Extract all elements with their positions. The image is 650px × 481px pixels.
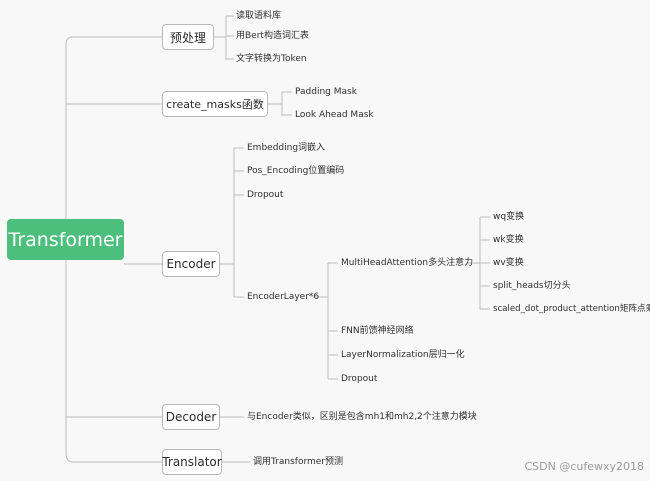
root-node-transformer[interactable]: Transformer (7, 219, 124, 260)
leaf-wv[interactable]: wv变换 (493, 258, 524, 268)
branch-encoder[interactable]: Encoder (162, 251, 220, 277)
branch-preprocess[interactable]: 预处理 (162, 24, 214, 50)
leaf-pos-encoding[interactable]: Pos_Encoding位置编码 (247, 166, 345, 176)
leaf-look-ahead-mask[interactable]: Look Ahead Mask (295, 110, 374, 120)
leaf-bert-vocab[interactable]: 用Bert构造词汇表 (236, 31, 309, 41)
note-decoder[interactable]: 与Encoder类似，区别是包含mh1和mh2,2个注意力模块 (247, 412, 477, 422)
leaf-padding-mask[interactable]: Padding Mask (295, 87, 357, 97)
leaf-fnn[interactable]: FNN前馈神经网络 (341, 326, 414, 336)
leaf-layer-normalization[interactable]: LayerNormalization层归一化 (341, 350, 465, 360)
leaf-embedding[interactable]: Embedding词嵌入 (247, 143, 326, 153)
note-translator[interactable]: 调用Transformer预测 (253, 457, 344, 467)
leaf-scaled-dot-product[interactable]: scaled_dot_product_attention矩阵点乘 (493, 304, 650, 314)
branch-decoder[interactable]: Decoder (162, 404, 220, 430)
leaf-read-corpus[interactable]: 读取语料库 (236, 11, 282, 21)
leaf-split-heads[interactable]: split_heads切分头 (493, 281, 571, 291)
branch-translator[interactable]: Translator (162, 449, 222, 475)
leaf-wq[interactable]: wq变换 (493, 212, 525, 222)
node-encoder-layer[interactable]: EncoderLayer*6 (247, 292, 320, 302)
leaf-layer-dropout[interactable]: Dropout (341, 374, 378, 384)
leaf-wk[interactable]: wk变换 (493, 235, 524, 245)
leaf-encoder-dropout[interactable]: Dropout (247, 190, 284, 200)
watermark: CSDN @cufewxy2018 (524, 460, 644, 473)
branch-create-masks[interactable]: create_masks函数 (162, 91, 268, 117)
node-multihead-attention[interactable]: MultiHeadAttention多头注意力 (341, 258, 474, 268)
leaf-text-to-token[interactable]: 文字转换为Token (236, 54, 307, 64)
